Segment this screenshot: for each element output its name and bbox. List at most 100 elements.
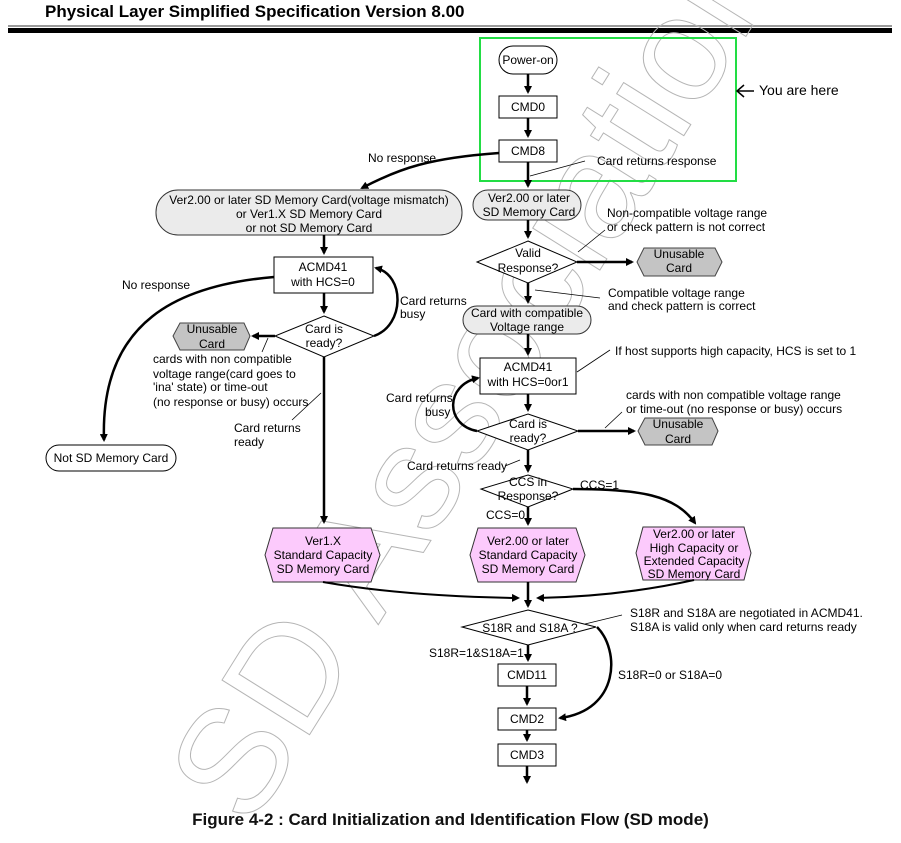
svg-text:SD Memory Card: SD Memory Card — [648, 567, 741, 581]
label-left-fail-3: 'ina' state) or time-out — [153, 380, 268, 394]
label-left-fail-4: (no response or busy) occurs — [153, 395, 308, 409]
node-cmd2: CMD2 — [497, 707, 557, 731]
label-compatible-2: and check pattern is correct — [608, 299, 756, 313]
svg-text:Standard Capacity: Standard Capacity — [274, 548, 373, 562]
you-are-here-callout: You are here — [735, 82, 839, 98]
node-cmd3: CMD3 — [497, 743, 557, 767]
svg-text:Card is: Card is — [509, 417, 547, 431]
node-acmd41-left: ACMD41 with HCS=0 — [273, 256, 374, 294]
label-busy-right-2: busy — [425, 405, 450, 419]
node-ccs-response: CCS in Response? — [479, 474, 575, 508]
node-ver2-standard-capacity: Ver2.00 or later Standard Capacity SD Me… — [469, 527, 586, 583]
label-busy-left-1: Card returns — [400, 294, 467, 308]
label-ccs1: CCS=1 — [580, 478, 619, 492]
node-not-sd-memory-card: Not SD Memory Card — [45, 444, 177, 472]
arrow-ccs1 — [572, 487, 697, 525]
svg-text:Not SD Memory Card: Not SD Memory Card — [54, 451, 169, 465]
svg-text:CMD8: CMD8 — [511, 144, 545, 158]
svg-text:Unusable: Unusable — [187, 322, 238, 336]
svg-text:Ver2.00 or later: Ver2.00 or later — [488, 191, 570, 205]
svg-text:CMD11: CMD11 — [507, 668, 547, 682]
label-s18-note-2: S18A is valid only when card returns rea… — [630, 620, 857, 634]
you-are-here-label: You are here — [759, 82, 839, 98]
svg-text:Card with compatible: Card with compatible — [471, 306, 583, 320]
svg-text:CCS in: CCS in — [509, 475, 547, 489]
label-right-fail-2: or time-out (no response or busy) occurs — [626, 402, 842, 416]
label-left-fail-2: voltage range(card goes to — [153, 367, 296, 381]
figure-caption: Figure 4-2 : Card Initialization and Ide… — [192, 810, 709, 829]
label-left-fail-1: cards with non compatible — [153, 352, 292, 366]
svg-text:Voltage range: Voltage range — [490, 320, 564, 334]
svg-text:ACMD41: ACMD41 — [504, 360, 553, 374]
node-cmd0: CMD0 — [498, 95, 558, 119]
node-card-ready-left: Card is ready? — [273, 315, 376, 358]
label-busy-right-1: Card returns — [386, 391, 453, 405]
label-ready-right: Card returns ready — [407, 459, 507, 473]
node-left-state: Ver2.00 or later SD Memory Card(voltage … — [155, 189, 463, 236]
svg-text:Standard Capacity: Standard Capacity — [479, 548, 578, 562]
arrow-busy-loop-left — [373, 265, 399, 338]
label-hcs-note: If host supports high capacity, HCS is s… — [615, 344, 857, 358]
label-busy-left-2: busy — [400, 307, 425, 321]
label-ready-left-2: ready — [234, 435, 264, 449]
svg-text:Valid: Valid — [515, 246, 541, 260]
arrow-cmd8-no-response — [360, 151, 500, 190]
svg-text:Ver1.X: Ver1.X — [305, 534, 341, 548]
header-rule-thin — [8, 25, 892, 27]
svg-text:S18R and S18A ?: S18R and S18A ? — [482, 621, 578, 635]
label-right-fail-1: cards with non compatible voltage range — [626, 388, 841, 402]
node-power-on: Power-on — [498, 45, 558, 75]
node-right-state: Ver2.00 or later SD Memory Card — [472, 189, 582, 221]
label-card-returns-response: Card returns response — [597, 154, 717, 168]
label-no-response-left: No response — [122, 278, 190, 292]
svg-text:Power-on: Power-on — [502, 53, 553, 67]
svg-text:Response?: Response? — [498, 261, 559, 275]
label-s18-yes: S18R=1&S18A=1 — [429, 646, 524, 660]
node-unusable-card-left: Unusable Card — [172, 322, 251, 351]
arrow-ver1x-merge — [322, 581, 520, 602]
svg-text:ACMD41: ACMD41 — [299, 260, 348, 274]
label-s18-note-1: S18R and S18A are negotiated in ACMD41. — [630, 606, 863, 620]
svg-text:ready?: ready? — [510, 431, 547, 445]
svg-text:SD Memory Card: SD Memory Card — [482, 562, 575, 576]
svg-text:with HCS=0: with HCS=0 — [290, 275, 355, 289]
svg-text:with HCS=0or1: with HCS=0or1 — [486, 375, 568, 389]
svg-text:or not SD Memory Card: or not SD Memory Card — [246, 221, 373, 235]
node-compatible-state: Card with compatible Voltage range — [462, 305, 592, 335]
label-s18-no: S18R=0 or S18A=0 — [618, 668, 722, 682]
svg-text:SD Memory Card: SD Memory Card — [483, 205, 576, 219]
svg-text:CMD2: CMD2 — [510, 712, 544, 726]
header-rule-thick — [8, 28, 892, 33]
arrow-s18-no — [558, 626, 613, 722]
svg-text:Ver2.00 or later: Ver2.00 or later — [487, 534, 569, 548]
svg-text:Card: Card — [665, 432, 691, 446]
svg-text:Card: Card — [199, 337, 225, 351]
svg-text:CMD0: CMD0 — [511, 100, 545, 114]
svg-text:Ver2.00 or later: Ver2.00 or later — [653, 527, 735, 541]
svg-text:CMD3: CMD3 — [510, 748, 544, 762]
label-ready-left-1: Card returns — [234, 421, 301, 435]
node-unusable-card-2: Unusable Card — [637, 417, 719, 446]
label-no-response-top: No response — [368, 151, 436, 165]
svg-text:Extended Capacity: Extended Capacity — [644, 554, 745, 568]
node-ver2-high-capacity: Ver2.00 or later High Capacity or Extend… — [635, 526, 752, 581]
svg-text:Unusable: Unusable — [653, 417, 704, 431]
svg-text:ready?: ready? — [306, 336, 343, 350]
svg-text:Unusable: Unusable — [654, 247, 705, 261]
svg-text:Response?: Response? — [498, 489, 559, 503]
arrow-left-icon-head — [735, 84, 745, 98]
you-are-here-highlight — [479, 37, 737, 182]
node-acmd41-right: ACMD41 with HCS=0or1 — [479, 357, 577, 395]
svg-text:or Ver1.X SD Memory Card: or Ver1.X SD Memory Card — [236, 207, 382, 221]
svg-text:High Capacity or: High Capacity or — [650, 541, 739, 555]
arrow-busy-loop-right — [452, 375, 480, 433]
label-non-compatible-1: Non-compatible voltage range — [607, 206, 767, 220]
label-ccs0: CCS=0 — [486, 508, 525, 522]
svg-text:Ver2.00 or later SD Memory Car: Ver2.00 or later SD Memory Card(voltage … — [169, 193, 448, 207]
page-header-title: Physical Layer Simplified Specification … — [45, 2, 465, 21]
node-valid-response: Valid Response? — [475, 240, 579, 284]
svg-text:SD Memory Card: SD Memory Card — [277, 562, 370, 576]
node-unusable-card-1: Unusable Card — [636, 247, 723, 277]
label-compatible-1: Compatible voltage range — [608, 286, 745, 300]
